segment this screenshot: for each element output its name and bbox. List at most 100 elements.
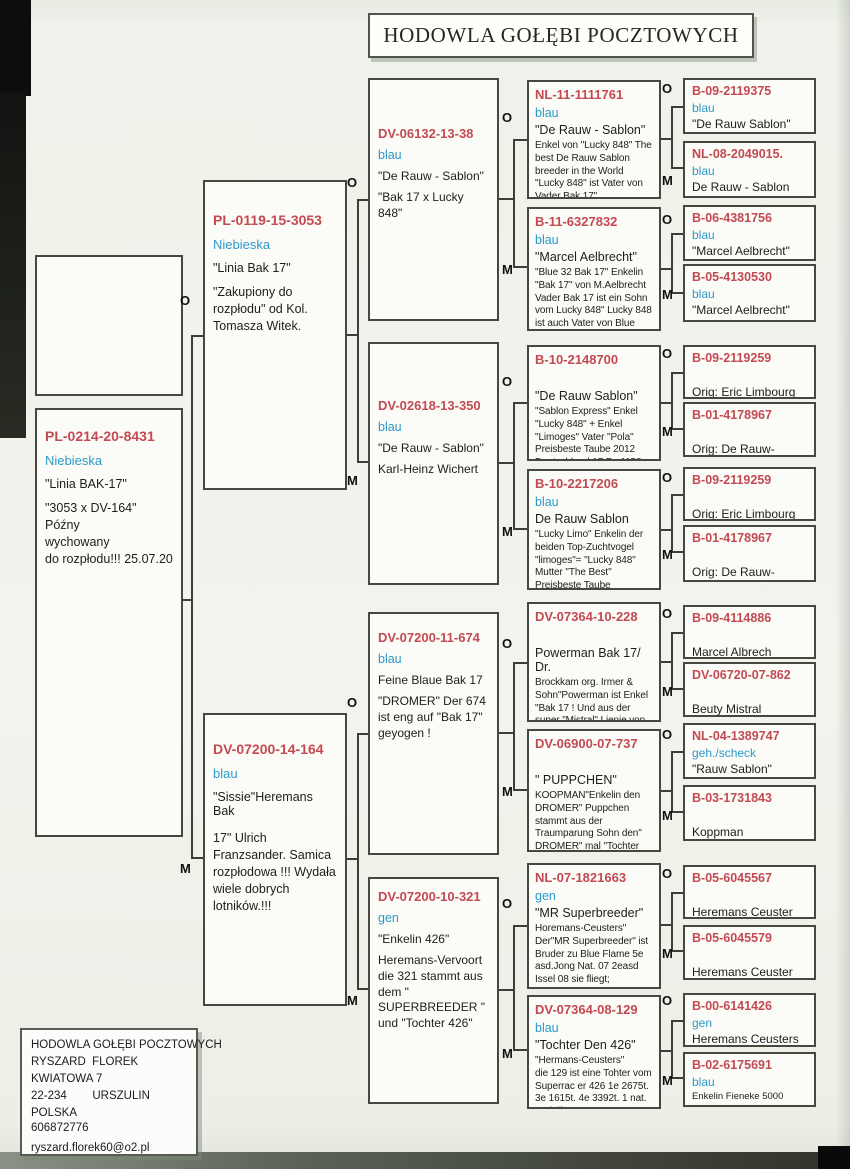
pigeon-name: "Sissie"Heremans Bak bbox=[213, 790, 313, 818]
color-note: blau bbox=[692, 101, 715, 115]
pigeon-name: "MR Superbreeder" bbox=[535, 906, 644, 920]
color-note bbox=[692, 888, 807, 903]
pigeon-name: "Tochter Den 426" bbox=[535, 1038, 636, 1052]
ring-number: DV-07364-10-228 bbox=[535, 609, 638, 624]
father-label: O bbox=[502, 896, 513, 911]
pedigree-box: B-09-2119259 Orig: Eric Limbourg bbox=[683, 345, 816, 399]
contact-card: HODOWLA GOŁĘBI POCZTOWYCH RYSZARD FLOREK… bbox=[20, 1028, 222, 1156]
father-label: O bbox=[662, 993, 673, 1008]
pigeon-notes: "DROMER" Der 674 ist eng auf "Bak 17" ge… bbox=[378, 694, 486, 740]
connector-bracket bbox=[671, 494, 683, 553]
pigeon-notes: Heremans-Vervoort die 321 stammt aus dem… bbox=[378, 953, 485, 1031]
contact-line: POLSKA bbox=[31, 1107, 78, 1119]
contact-line: 606872776 bbox=[31, 1121, 89, 1134]
connector-bracket bbox=[671, 233, 683, 294]
ring-number: B-06-4381756 bbox=[692, 211, 772, 225]
mother-label: M bbox=[662, 173, 673, 188]
pigeon-name: Orig: De Rauw-Sablon bbox=[692, 442, 775, 456]
pedigree-box-subject: PL-0214-20-8431 Niebieska "Linia BAK-17"… bbox=[35, 408, 183, 837]
color-note: gen bbox=[692, 1016, 713, 1030]
pigeon-name: Heremans Ceuster bbox=[692, 905, 793, 919]
ring-number: B-03-1731843 bbox=[692, 791, 772, 805]
mother-label: M bbox=[502, 1046, 513, 1061]
color-note bbox=[692, 548, 807, 563]
pedigree-box: B-10-2217206 blau De Rauw Sablon "Lucky … bbox=[527, 469, 661, 590]
scan-edge-right bbox=[836, 0, 850, 1169]
connector-bracket bbox=[513, 139, 527, 268]
pigeon-notes: Horemans-Ceusters" Der"MR Superbreeder" … bbox=[535, 923, 649, 987]
pigeon-name: De Rauw - Sablon bbox=[692, 180, 790, 194]
color-note: Niebieska bbox=[213, 237, 271, 252]
ring-number: B-02-6175691 bbox=[692, 1058, 772, 1072]
pedigree-box: DV-02618-13-350 blau "De Rauw - Sablon" … bbox=[368, 342, 499, 585]
connector-bracket bbox=[513, 662, 527, 791]
connector-line bbox=[661, 529, 671, 531]
ring-number: DV-07200-11-674 bbox=[378, 630, 480, 645]
connector-line bbox=[499, 198, 513, 200]
color-note: blau bbox=[692, 228, 715, 242]
father-label: O bbox=[347, 695, 358, 710]
father-label: O bbox=[662, 470, 673, 485]
pigeon-name: "De Rauw - Sablon" bbox=[378, 169, 484, 183]
pigeon-notes: "Sablon Express" Enkel "Lucky 848" + Enk… bbox=[535, 406, 642, 459]
connector-bracket bbox=[671, 751, 683, 813]
pigeon-notes: "Bak 17 x Lucky 848" bbox=[378, 190, 464, 220]
mother-label: M bbox=[180, 861, 191, 876]
father-label: O bbox=[502, 636, 513, 651]
father-label: O bbox=[662, 212, 673, 227]
pigeon-name: Beuty Mistral bbox=[692, 702, 762, 716]
scan-corner-mark bbox=[818, 1146, 850, 1169]
pigeon-notes: 17" Ulrich Franzsander. Samica rozpłodow… bbox=[213, 831, 336, 913]
father-label: O bbox=[347, 175, 358, 190]
ring-number: DV-07200-14-164 bbox=[213, 741, 324, 757]
pedigree-box: B-09-2119259 Orig: Eric Limbourg bbox=[683, 467, 816, 521]
pigeon-name: Powerman Bak 17/ Dr. bbox=[535, 646, 641, 674]
connector-bracket bbox=[671, 632, 683, 690]
scan-edge-left bbox=[0, 92, 26, 438]
father-label: O bbox=[502, 110, 513, 125]
connector-line bbox=[661, 268, 671, 270]
connector-bracket bbox=[671, 372, 683, 430]
pedigree-box: DV-06132-13-38 blau "De Rauw - Sablon" "… bbox=[368, 78, 499, 321]
color-note: blau bbox=[535, 1021, 559, 1035]
pedigree-box: DV-07364-08-129 blau "Tochter Den 426" "… bbox=[527, 995, 661, 1109]
pigeon-notes: "3053 x DV-164" Późny wychowany do rozpł… bbox=[45, 501, 173, 566]
ring-number: B-09-4114886 bbox=[692, 611, 772, 625]
mother-label: M bbox=[347, 473, 358, 488]
connector-line bbox=[661, 661, 671, 663]
pigeon-name: "Marcel Aelbrecht" bbox=[692, 244, 790, 258]
color-note: blau bbox=[692, 287, 715, 301]
connector-line bbox=[346, 334, 357, 336]
color-note bbox=[535, 628, 653, 643]
color-note: gen bbox=[378, 911, 399, 925]
ring-number: NL-11-1111761 bbox=[535, 87, 624, 102]
pigeon-notes: KOOPMAN"Enkelin den DROMER" Puppchen sta… bbox=[535, 790, 642, 852]
pigeon-name: "Linia BAK-17" bbox=[45, 477, 127, 491]
father-label: O bbox=[662, 81, 673, 96]
ring-number: DV-02618-13-350 bbox=[378, 398, 481, 413]
father-label: O bbox=[662, 606, 673, 621]
color-note: blau bbox=[535, 495, 559, 509]
mother-label: M bbox=[347, 993, 358, 1008]
color-note: Niebieska bbox=[45, 453, 103, 468]
pedigree-box: DV-06900-07-737 " PUPPCHEN" KOOPMAN"Enke… bbox=[527, 729, 661, 852]
mother-label: M bbox=[502, 784, 513, 799]
pedigree-box-mother: DV-07200-14-164 blau "Sissie"Heremans Ba… bbox=[203, 713, 347, 1006]
connector-line bbox=[183, 599, 191, 601]
color-note: blau bbox=[378, 420, 402, 434]
ring-number: B-05-6045579 bbox=[692, 931, 772, 945]
pigeon-name: "Marcel Aelbrecht" bbox=[535, 250, 637, 264]
mother-label: M bbox=[662, 684, 673, 699]
scan-edge-left-top bbox=[0, 0, 31, 96]
pedigree-box: NL-07-1821663 gen "MR Superbreeder" Hore… bbox=[527, 863, 661, 989]
connector-bracket bbox=[191, 335, 203, 859]
pigeon-notes: Enkel von "Lucky 848" The best De Rauw S… bbox=[535, 140, 652, 199]
color-note bbox=[692, 948, 807, 963]
father-label: O bbox=[662, 346, 673, 361]
pigeon-name: Feine Blaue Bak 17 bbox=[378, 673, 483, 687]
color-note: blau bbox=[213, 766, 238, 781]
ring-number: PL-0214-20-8431 bbox=[45, 428, 155, 444]
pigeon-name: "De Rauw Sablon" bbox=[692, 117, 791, 131]
mother-label: M bbox=[502, 262, 513, 277]
